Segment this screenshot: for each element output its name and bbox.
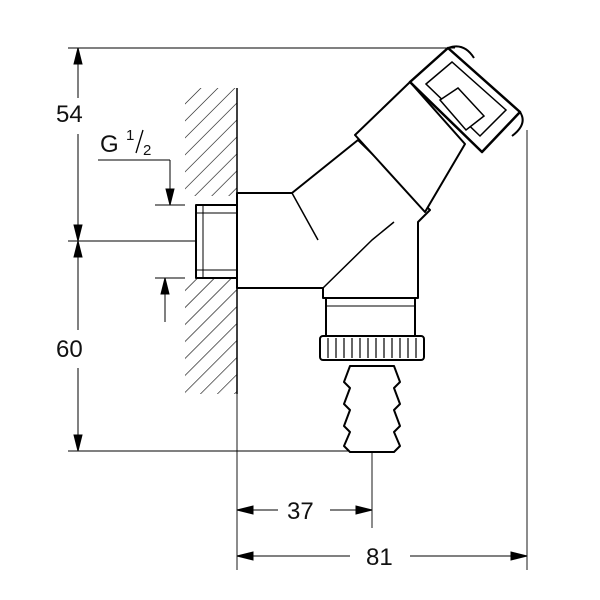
hose-coupling (319, 297, 425, 361)
dimension-37: 37 (287, 498, 314, 525)
thread-callout (160, 160, 175, 322)
valve-body (195, 81, 466, 299)
thread-denominator: 2 (143, 142, 151, 159)
dimension-54: 54 (56, 101, 83, 128)
horizontal-dimension-lines (236, 505, 528, 561)
thread-label: G 1 2 (100, 127, 151, 159)
thread-letter: G (100, 131, 119, 158)
valve-handle (408, 45, 524, 154)
hose-tail (343, 365, 401, 453)
thread-numerator: 1 (126, 127, 134, 144)
vertical-dimension-line (73, 47, 83, 452)
wall-section (185, 88, 238, 394)
dimension-81: 81 (366, 544, 393, 571)
dimension-60: 60 (56, 336, 83, 363)
